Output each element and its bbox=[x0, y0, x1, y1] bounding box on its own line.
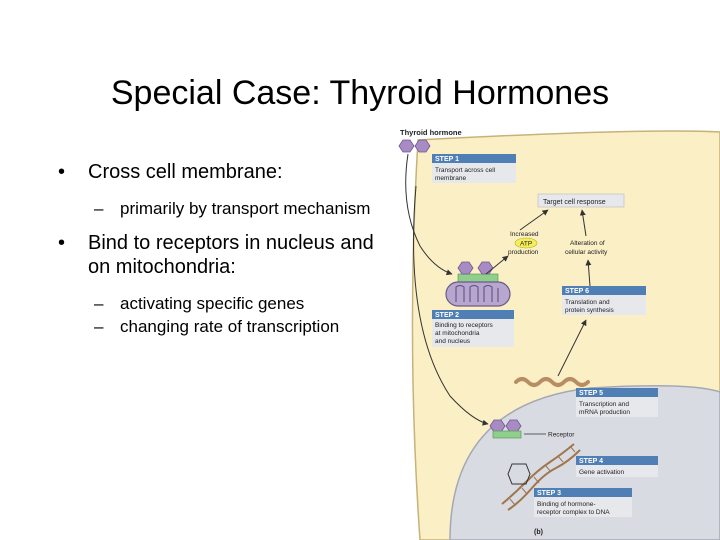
sub-bullet-text: primarily by transport mechanism bbox=[120, 199, 371, 218]
sub-bullet-dash: – bbox=[94, 199, 104, 218]
step3-body bbox=[534, 497, 632, 517]
bullet-text: Cross cell membrane: bbox=[88, 161, 283, 183]
bullet-dot: • bbox=[58, 161, 66, 183]
panel-label: (b) bbox=[534, 529, 543, 536]
arrow-hormone-to-nucleus bbox=[413, 185, 489, 426]
bullet-dot: • bbox=[58, 232, 66, 254]
arrow-hormone-entry bbox=[405, 153, 453, 276]
mitochondrion-receptors bbox=[457, 273, 499, 283]
step1-line: Transport across cell bbox=[435, 167, 496, 174]
step3-title: STEP 3 bbox=[537, 490, 561, 497]
nuclear-receptor bbox=[492, 430, 522, 439]
bullet-bind-receptors: • Bind to receptors in nucleus and on mit… bbox=[58, 231, 388, 279]
step2-title: STEP 2 bbox=[435, 312, 459, 319]
bullet-text: Bind to receptors in nucleus and on mito… bbox=[88, 232, 374, 278]
arrow-translation-to-alteration bbox=[585, 259, 592, 287]
bullet-cross-membrane: • Cross cell membrane: bbox=[58, 160, 388, 184]
alteration-line: Alteration of bbox=[570, 240, 605, 247]
hormone-molecule bbox=[414, 139, 431, 153]
step3-header bbox=[534, 488, 632, 497]
step5-body bbox=[576, 397, 658, 417]
production-label: production bbox=[508, 249, 539, 256]
arrow-mito-to-atp bbox=[485, 255, 509, 275]
alteration-line: cellular activity bbox=[565, 249, 608, 256]
arrow-atp-to-response bbox=[519, 209, 549, 231]
step5-line: Transcription and bbox=[579, 401, 629, 408]
step5-line: mRNA production bbox=[579, 409, 630, 416]
step4-title: STEP 4 bbox=[579, 458, 603, 465]
hormone-molecule bbox=[457, 261, 474, 275]
receptor-label: Receptor bbox=[548, 432, 575, 439]
step5-title: STEP 5 bbox=[579, 390, 603, 397]
mrna-strand bbox=[514, 377, 590, 387]
slide-title: Special Case: Thyroid Hormones bbox=[110, 74, 610, 112]
target-response-label: Target cell response bbox=[543, 199, 606, 206]
step6-line: Translation and bbox=[565, 299, 610, 306]
thyroid-hormone-label: Thyroid hormone bbox=[400, 128, 462, 137]
step2-header bbox=[432, 310, 514, 319]
step1-title: STEP 1 bbox=[435, 156, 459, 163]
sub-bullet-text: changing rate of transcription bbox=[120, 317, 340, 336]
step3-line: receptor complex to DNA bbox=[537, 509, 610, 516]
step2-body bbox=[432, 319, 514, 347]
thyroid-hormone-diagram: Thyroid hormone STEP 1 Transport across … bbox=[390, 126, 720, 540]
step4-line: Gene activation bbox=[579, 469, 625, 476]
sub-bullet-dash: – bbox=[94, 294, 104, 313]
atp-label: ATP bbox=[520, 241, 532, 248]
step1-header bbox=[432, 154, 516, 163]
step6-body bbox=[562, 295, 646, 315]
sub-bullet-dash: – bbox=[94, 317, 104, 336]
step2-line: at mitochondria bbox=[435, 330, 480, 337]
arrow-mrna-to-translation bbox=[557, 319, 587, 377]
step1-line: membrane bbox=[435, 175, 466, 182]
step2-line: and nucleus bbox=[435, 338, 471, 345]
increased-label: Increased bbox=[510, 231, 539, 238]
step4-header bbox=[576, 456, 658, 465]
step1-body bbox=[432, 163, 516, 183]
mitochondrion-cristae bbox=[455, 285, 499, 302]
sub-bullet-transcription: –changing rate of transcription bbox=[58, 316, 388, 337]
step6-line: protein synthesis bbox=[565, 307, 615, 314]
step5-header bbox=[576, 388, 658, 397]
step6-title: STEP 6 bbox=[565, 288, 589, 295]
step6-header bbox=[562, 286, 646, 295]
sub-bullet-text: activating specific genes bbox=[120, 294, 305, 313]
atp-badge bbox=[514, 237, 538, 249]
arrow-alteration-to-response bbox=[579, 209, 587, 237]
step3-line: Binding of hormone- bbox=[537, 501, 596, 508]
step2-line: Binding to receptors bbox=[435, 322, 494, 329]
bullet-list: •Cross cell membrane: –primarily by tran… bbox=[58, 160, 388, 349]
hormone-molecule bbox=[398, 139, 415, 153]
step4-body bbox=[576, 465, 658, 477]
target-response-box bbox=[537, 193, 625, 208]
hormone-receptor-complex bbox=[507, 463, 531, 485]
sub-bullet-genes: –activating specific genes bbox=[58, 293, 388, 314]
dna-helix bbox=[501, 443, 581, 511]
sub-bullet-transport: –primarily by transport mechanism bbox=[58, 198, 388, 219]
